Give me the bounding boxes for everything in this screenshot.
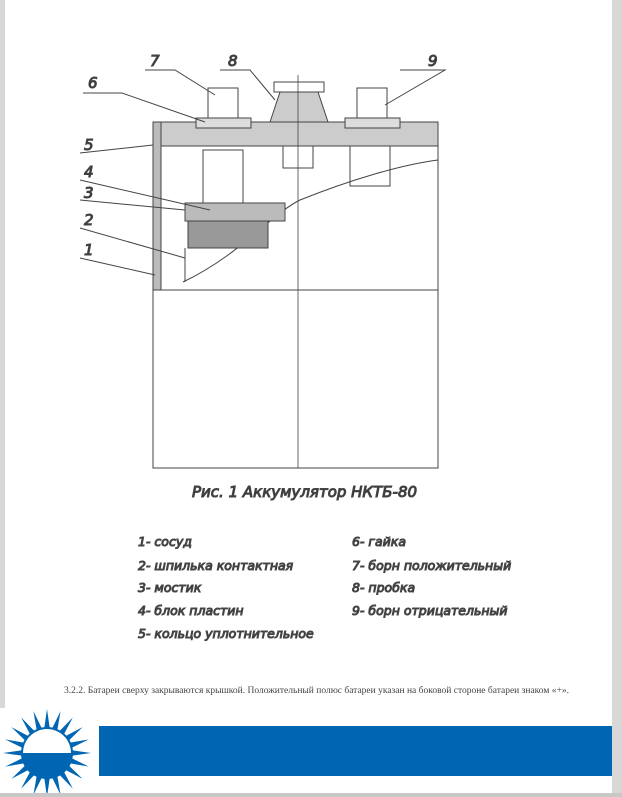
legend-item: 3- мостик [138, 580, 202, 595]
callout-4: 4 [84, 163, 94, 181]
sun-ray [58, 717, 73, 736]
legend-item: 4- блок пластин [138, 603, 244, 618]
page-frame-bottom [0, 793, 622, 797]
sun-logo-icon [3, 709, 91, 793]
brand-banner [0, 708, 612, 793]
sun-ray [44, 709, 50, 730]
page-frame-right [612, 0, 622, 797]
legend-item: 8- пробка [352, 580, 415, 595]
sun-ray [3, 750, 24, 756]
vessel-outline [152, 121, 439, 469]
sun-ray [51, 774, 61, 793]
sun-ray [51, 711, 61, 732]
sun-ray [68, 739, 89, 749]
vessel-wall [152, 121, 162, 291]
callout-2: 2 [84, 211, 94, 229]
brand-bar [99, 726, 612, 776]
callout-6: 6 [88, 74, 98, 92]
page-frame-left [0, 0, 5, 797]
plate-bridge [187, 220, 269, 249]
sun-ray [64, 727, 83, 742]
callout-1: 1 [84, 241, 94, 259]
cutaway-curve [182, 159, 439, 283]
callout-8: 8 [228, 52, 238, 70]
legend-item: 5- кольцо уплотнительное [138, 626, 314, 641]
callout-9: 9 [428, 52, 438, 70]
sun-ray [11, 764, 30, 779]
sun-ray [68, 757, 89, 767]
sun-ray [11, 727, 30, 742]
legend-item: 1- сосуд [138, 534, 192, 549]
callout-7: 7 [150, 52, 160, 70]
body-paragraph: 3.2.2. Батареи сверху закрываются крышко… [64, 686, 569, 696]
sun-ray [64, 764, 83, 779]
figure-caption: Рис. 1 Аккумулятор НКТБ-80 [192, 483, 417, 501]
terminal-positive [207, 87, 239, 119]
plug [269, 91, 329, 123]
stud-negative [349, 145, 391, 187]
terminal-negative [356, 87, 388, 119]
callout-3: 3 [84, 184, 94, 202]
legend-item: 2- шпилька контактная [138, 558, 294, 573]
sun-ray [70, 750, 91, 756]
sun-ray [5, 757, 26, 767]
nut [195, 117, 252, 129]
sun-ray [5, 739, 26, 749]
legend-item: 6- гайка [352, 534, 406, 549]
callout-5: 5 [84, 136, 94, 154]
stud-positive [202, 149, 244, 204]
sun-ray [58, 770, 73, 789]
sun-ray [21, 770, 36, 789]
legend-item: 7- борн положительный [352, 558, 511, 573]
sun-ray [33, 774, 43, 793]
legend-item: 9- борн отрицательный [352, 603, 508, 618]
sun-ray [44, 776, 50, 793]
battery-drawing: 6 7 8 9 5 4 3 2 1 Рис. 1 Аккумулятор НКТ… [79, 52, 512, 642]
sun-ray [33, 711, 43, 732]
plate-block [184, 202, 286, 222]
sun-ray [21, 717, 36, 736]
